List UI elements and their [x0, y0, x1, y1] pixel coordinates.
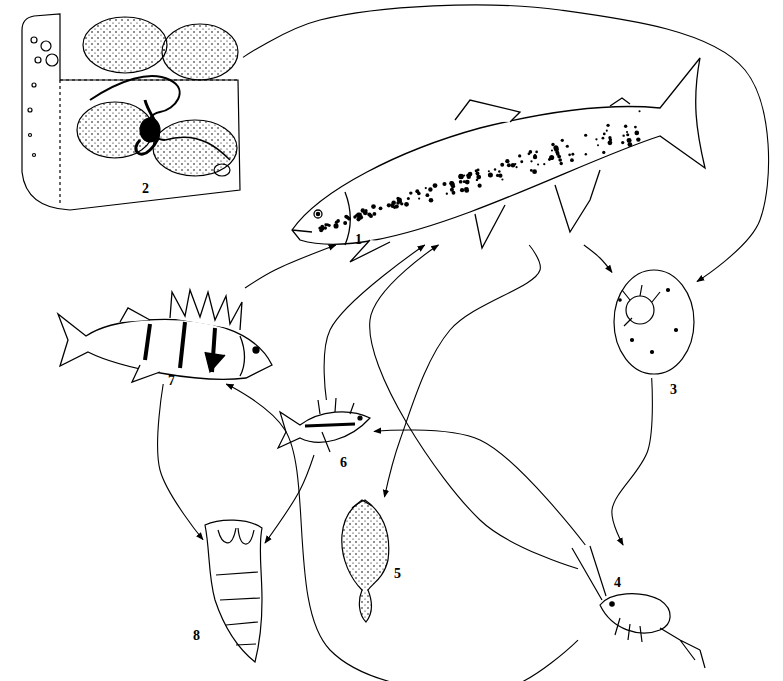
callout-number: 3: [670, 383, 677, 397]
callout-number: 7: [168, 374, 175, 388]
life-stage-node: 4: [578, 545, 703, 655]
larva-drawing: [342, 500, 389, 622]
organ-tray-drawing: [22, 14, 240, 210]
perch-drawing: [58, 290, 272, 382]
life-stage-node: 5: [338, 497, 396, 625]
cycle-arrow: [584, 245, 612, 272]
cycle-arrow: [226, 384, 578, 681]
cycle-arrow: [612, 378, 653, 545]
plerocercoid-drawing: [205, 520, 262, 662]
life-stage-node: 1: [290, 110, 710, 245]
trout-drawing: [292, 58, 705, 262]
cycle-arrow: [158, 384, 203, 540]
callout-number: 4: [614, 576, 621, 590]
cycle-arrow: [384, 245, 540, 497]
copepod-drawing: [572, 546, 705, 668]
life-stage-node: 6: [276, 400, 374, 455]
life-stage-node: 8: [203, 516, 265, 664]
callout-number: 5: [394, 567, 401, 581]
cycle-arrow: [245, 245, 336, 288]
cycle-arrow: [370, 245, 578, 569]
callout-number: 6: [340, 456, 347, 470]
callout-number: 8: [193, 629, 200, 643]
egg-drawing: [614, 270, 694, 374]
stickleback-drawing: [278, 398, 370, 452]
cycle-arrow: [265, 455, 314, 543]
callout-number: 1: [355, 233, 362, 247]
cycle-arrow: [374, 430, 585, 545]
callout-number: 2: [142, 182, 149, 196]
cycle-arrow: [243, 5, 769, 282]
cycle-arrow: [324, 245, 425, 400]
life-stage-node: 3: [612, 268, 697, 378]
life-stage-node: 7: [56, 288, 274, 384]
life-stage-node: 2: [18, 12, 243, 212]
